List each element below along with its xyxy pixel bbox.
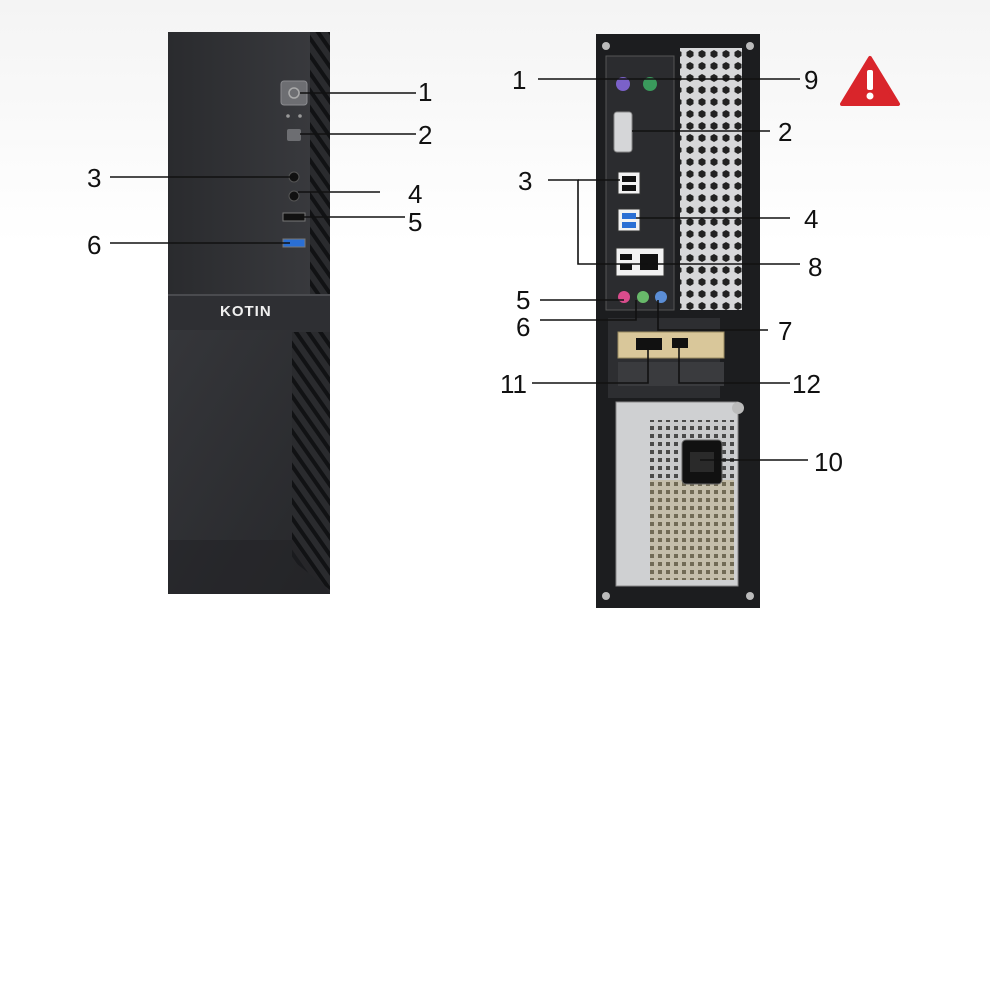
- front-callout-5: 5: [408, 207, 423, 237]
- rear-callout-12: 12: [792, 369, 821, 399]
- rear-callout-lines: [532, 78, 808, 461]
- ethernet-port: [640, 254, 658, 270]
- rear-callout-8: 8: [808, 252, 823, 282]
- brand-logo: KOTIN: [220, 303, 272, 320]
- rear-callout-10: 10: [814, 447, 843, 477]
- hdmi-port: [672, 338, 688, 348]
- rear-callout-3: 3: [518, 166, 533, 196]
- rear-callout-7: 7: [778, 316, 793, 346]
- warning-icon: [840, 56, 900, 106]
- vga-port: [613, 111, 633, 153]
- front-callout-2: 2: [418, 120, 433, 150]
- front-callout-3: 3: [87, 163, 102, 193]
- rear-callout-6: 6: [516, 312, 531, 342]
- dvi-port: [636, 338, 662, 350]
- ps2-mouse-port: [643, 77, 657, 91]
- rear-usb2-port-b: [622, 176, 636, 182]
- rear-callout-1: 1: [512, 65, 527, 95]
- front-case: [168, 32, 330, 594]
- front-callout-4: 4: [408, 179, 423, 209]
- headphone-jack: [288, 190, 300, 202]
- rear-callout-2: 2: [778, 117, 793, 147]
- rear-callout-11: 11: [500, 369, 527, 399]
- ps2-keyboard-port: [616, 77, 630, 91]
- rear-callout-4: 4: [804, 204, 819, 234]
- front-callout-1: 1: [418, 77, 433, 107]
- rear-callout-5: 5: [516, 285, 531, 315]
- rear-audio-blue: [655, 291, 667, 303]
- reset-button: [287, 129, 301, 141]
- front-callout-6: 6: [87, 230, 102, 260]
- rear-audio-pink: [618, 291, 630, 303]
- front-callout-lines: [110, 92, 416, 244]
- rear-callout-9: 9: [804, 65, 819, 95]
- rear-audio-green: [637, 291, 649, 303]
- rear-case: [596, 34, 760, 608]
- background: [0, 0, 990, 610]
